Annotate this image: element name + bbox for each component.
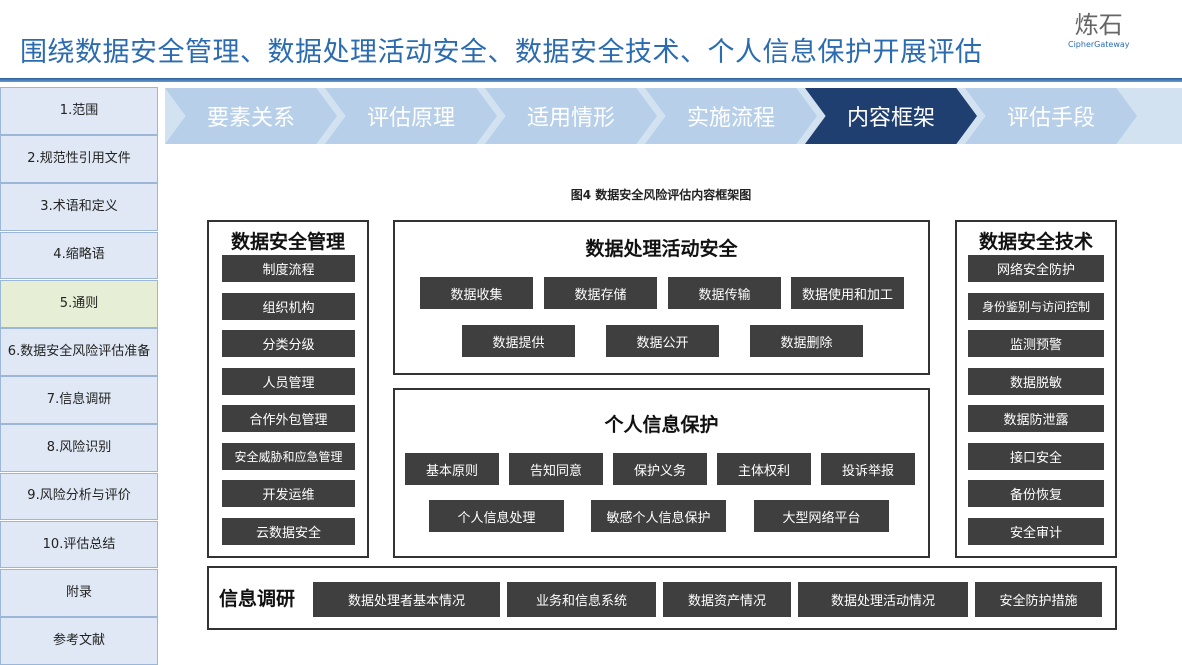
panel-personal-info-protection: 个人信息保护 基本原则 告知同意 保护义务 主体权利 投诉举报 个人信息处理 敏… <box>393 388 930 558</box>
info-item: 数据资产情况 <box>663 582 791 617</box>
personal-item: 敏感个人信息保护 <box>591 500 726 532</box>
panel-title: 数据安全管理 <box>230 231 345 253</box>
activity-item: 数据收集 <box>420 277 533 309</box>
sidebar-item-summary[interactable]: 10.评估总结 <box>0 520 158 569</box>
tech-item: 身份鉴别与访问控制 <box>968 293 1104 320</box>
personal-item: 基本原则 <box>405 453 499 485</box>
tab-element-relations[interactable]: 要素关系 <box>165 88 337 144</box>
activity-item: 数据存储 <box>544 277 657 309</box>
mgmt-item: 分类分级 <box>222 330 355 357</box>
activity-item: 数据删除 <box>750 325 863 357</box>
activity-item: 数据传输 <box>668 277 781 309</box>
panel-title: 个人信息保护 <box>604 414 719 436</box>
logo: 炼石 CipherGateway <box>1068 10 1130 49</box>
tab-content-framework[interactable]: 内容框架 <box>805 88 977 144</box>
tech-item: 数据防泄露 <box>968 405 1104 432</box>
tab-scenarios[interactable]: 适用情形 <box>485 88 657 144</box>
tab-principles[interactable]: 评估原理 <box>325 88 497 144</box>
info-item: 业务和信息系统 <box>507 582 656 617</box>
tab-methods[interactable]: 评估手段 <box>965 88 1137 144</box>
page-title: 围绕数据安全管理、数据处理活动安全、数据安全技术、个人信息保护开展评估 <box>20 37 983 68</box>
tab-process[interactable]: 实施流程 <box>645 88 817 144</box>
tech-item: 接口安全 <box>968 443 1104 470</box>
sidebar-item-risk-identification[interactable]: 8.风险识别 <box>0 424 158 473</box>
tab-bar: 要素关系 评估原理 适用情形 实施流程 内容框架 评估手段 <box>165 88 1182 144</box>
sidebar-item-terms[interactable]: 3.术语和定义 <box>0 183 158 232</box>
sidebar-item-appendix[interactable]: 附录 <box>0 568 158 617</box>
mgmt-item: 开发运维 <box>222 480 355 507</box>
sidebar-item-references[interactable]: 参考文献 <box>0 617 158 665</box>
mgmt-item: 人员管理 <box>222 368 355 395</box>
sidebar-item-preparation[interactable]: 6.数据安全风险评估准备 <box>0 327 158 376</box>
tech-item: 网络安全防护 <box>968 255 1104 282</box>
activity-item: 数据提供 <box>462 325 575 357</box>
panel-data-security-technology: 数据安全技术 网络安全防护 身份鉴别与访问控制 监测预警 数据脱敏 数据防泄露 … <box>955 220 1117 558</box>
personal-item: 投诉举报 <box>821 453 915 485</box>
sidebar-item-info-research[interactable]: 7.信息调研 <box>0 376 158 424</box>
panel-title: 数据安全技术 <box>978 231 1093 253</box>
logo-en-text: CipherGateway <box>1068 40 1130 49</box>
personal-item: 保护义务 <box>613 453 707 485</box>
figure-caption: 图4 数据安全风险评估内容框架图 <box>570 188 752 202</box>
info-item: 数据处理者基本情况 <box>313 582 500 617</box>
tech-item: 数据脱敏 <box>968 368 1104 395</box>
activity-item: 数据使用和加工 <box>791 277 904 309</box>
tech-item: 监测预警 <box>968 330 1104 357</box>
panel-title: 信息调研 <box>219 588 296 610</box>
info-item: 安全防护措施 <box>975 582 1102 617</box>
sidebar: 1.范围 2.规范性引用文件 3.术语和定义 4.缩略语 5.通则 6.数据安全… <box>0 87 158 665</box>
panel-info-research: 信息调研 数据处理者基本情况 业务和信息系统 数据资产情况 数据处理活动情况 安… <box>207 566 1117 630</box>
personal-item: 大型网络平台 <box>754 500 889 532</box>
sidebar-item-risk-analysis[interactable]: 9.风险分析与评价 <box>0 472 158 521</box>
mgmt-item: 制度流程 <box>222 255 355 282</box>
panel-title: 数据处理活动安全 <box>585 238 738 260</box>
mgmt-item: 安全威胁和应急管理 <box>222 443 355 470</box>
mgmt-item: 合作外包管理 <box>222 405 355 432</box>
logo-cn-text: 炼石 <box>1074 11 1123 39</box>
panel-data-processing-activity-security: 数据处理活动安全 数据收集 数据存储 数据传输 数据使用和加工 数据提供 数据公… <box>393 220 930 375</box>
info-item: 数据处理活动情况 <box>798 582 968 617</box>
sidebar-item-scope[interactable]: 1.范围 <box>0 87 158 135</box>
mgmt-item: 组织机构 <box>222 293 355 320</box>
tech-item: 备份恢复 <box>968 480 1104 507</box>
tech-item: 安全审计 <box>968 518 1104 545</box>
personal-item: 主体权利 <box>717 453 811 485</box>
personal-item: 个人信息处理 <box>429 500 564 532</box>
sidebar-item-normative-references[interactable]: 2.规范性引用文件 <box>0 135 158 183</box>
mgmt-item: 云数据安全 <box>222 518 355 545</box>
sidebar-item-general[interactable]: 5.通则 <box>0 279 158 328</box>
sidebar-item-abbreviations[interactable]: 4.缩略语 <box>0 231 158 280</box>
activity-item: 数据公开 <box>606 325 719 357</box>
personal-item: 告知同意 <box>509 453 603 485</box>
panel-data-security-management: 数据安全管理 制度流程 组织机构 分类分级 人员管理 合作外包管理 安全威胁和应… <box>207 220 369 558</box>
header-divider <box>0 78 1182 82</box>
